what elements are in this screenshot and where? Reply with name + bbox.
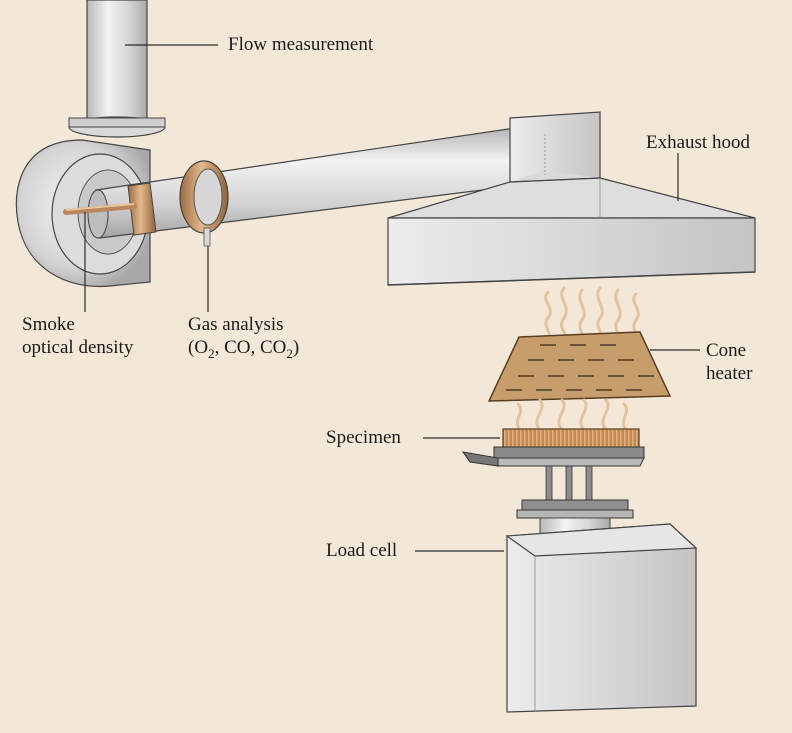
label-smoke-line2: optical density: [22, 337, 134, 358]
cone-heater: [487, 331, 672, 402]
exhaust-hood: [387, 111, 756, 286]
leader-lines: [84, 44, 700, 552]
smoke-section-ring: [127, 182, 157, 236]
specimen-holder: [461, 428, 645, 467]
label-gas-line2: (O2, CO, CO2): [188, 337, 300, 361]
smoke-probe-rod: [63, 203, 137, 215]
gas-paren-open: (O: [188, 337, 209, 358]
gas-mid: , CO, CO: [214, 337, 287, 358]
gas-analysis-ring: [179, 160, 229, 247]
label-gas-line1: Gas analysis: [188, 314, 284, 335]
label-cone-line2: heater: [706, 363, 753, 384]
support-posts: [545, 465, 593, 501]
label-specimen: Specimen: [326, 427, 401, 448]
gas-sub-co2: 2: [286, 345, 293, 361]
label-flow-measurement: Flow measurement: [228, 34, 374, 55]
lower-flames: [515, 398, 629, 432]
load-cell-box: [505, 523, 698, 713]
label-load-cell: Load cell: [326, 540, 398, 561]
label-smoke-line1: Smoke: [22, 314, 75, 335]
label-exhaust-hood: Exhaust hood: [646, 132, 750, 153]
label-cone-line1: Cone: [706, 340, 747, 361]
gas-sub-o2: 2: [208, 345, 215, 361]
vertical-duct: [68, 0, 166, 138]
gas-paren-close: ): [292, 337, 300, 358]
